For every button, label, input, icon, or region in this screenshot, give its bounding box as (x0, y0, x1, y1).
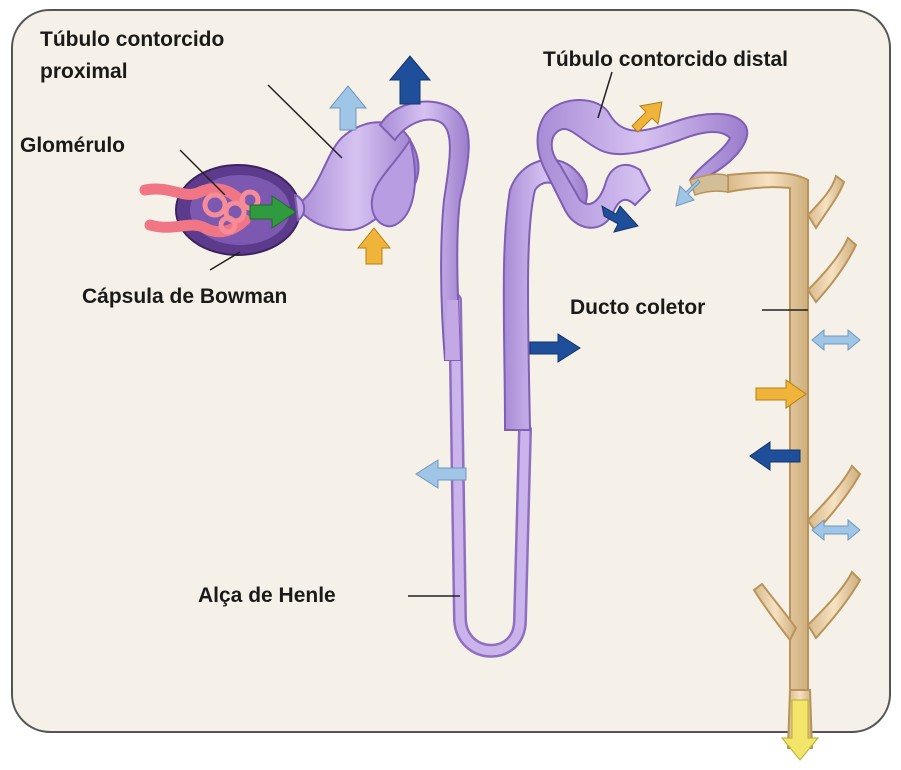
label-collecting-duct: Ducto coletor (570, 294, 705, 321)
label-proximal-tubule-line2: proximal (40, 58, 128, 85)
label-bowmans-capsule: Cápsula de Bowman (82, 283, 287, 310)
label-distal-tubule: Túbulo contorcido distal (543, 46, 788, 73)
label-glomerulus: Glomérulo (20, 132, 125, 159)
label-proximal-tubule-line1: Túbulo contorcido (40, 26, 224, 53)
label-loop-of-henle: Alça de Henle (198, 582, 336, 609)
